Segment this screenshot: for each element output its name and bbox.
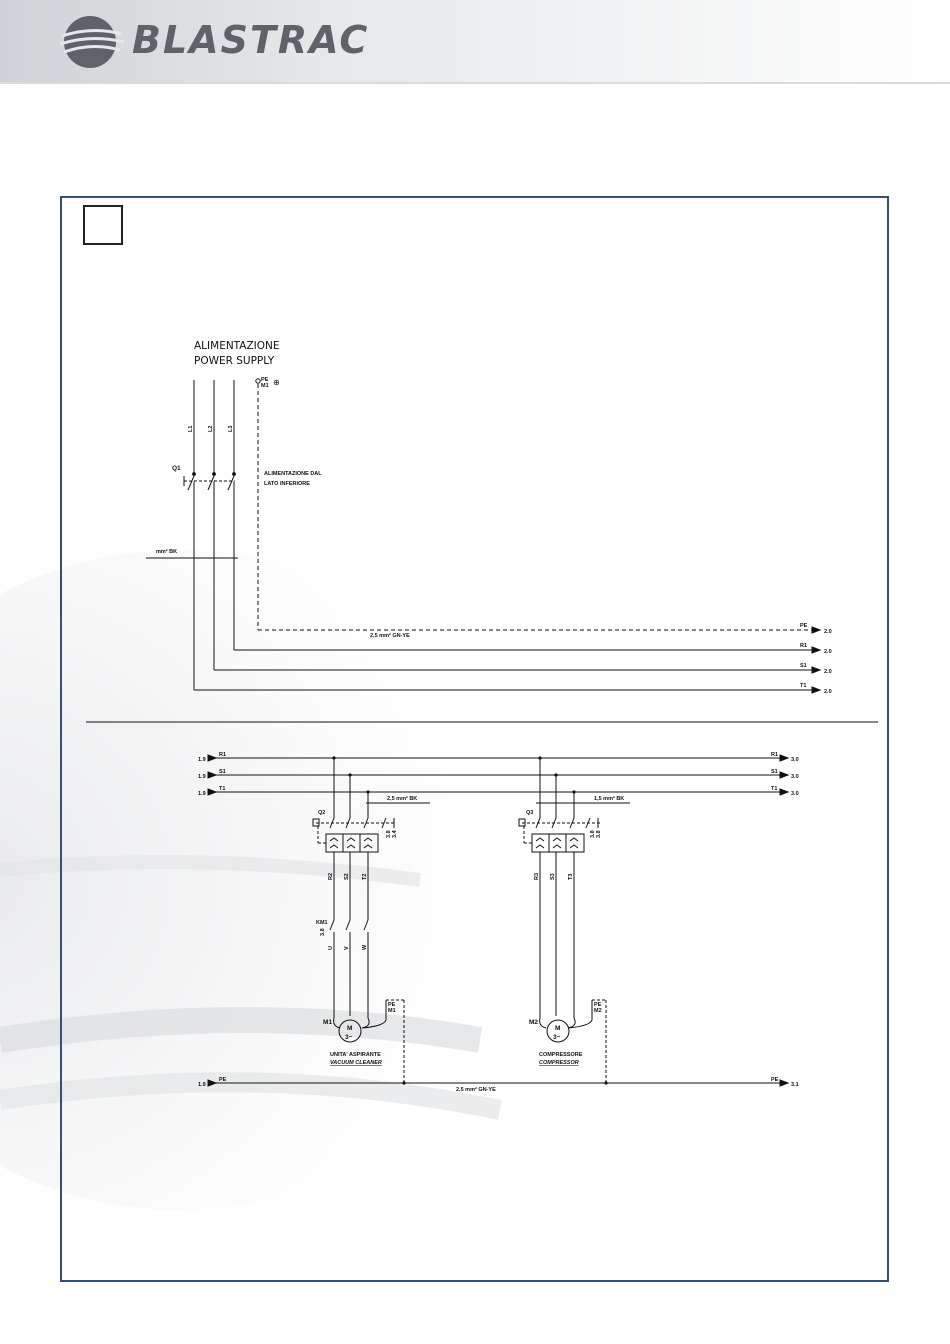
branch2-aux-1: 3.8	[590, 830, 596, 838]
label-q1: Q1	[172, 465, 181, 472]
branch-compressor: Q3 1,5 mm² BK 3.8 3.8 R3 S3 T3	[518, 758, 630, 1083]
bus-in-name-t1: T1	[219, 786, 225, 792]
branch1-motor-u: U	[328, 946, 334, 950]
branch1-motor-w: W	[362, 944, 368, 950]
pe-bus-name-in: PE	[219, 1077, 227, 1083]
bus-out-name-s1: S1	[771, 769, 778, 775]
top-out-ref-r1: 2.0	[824, 649, 832, 655]
branch1-aux-1: 3.8	[386, 830, 392, 838]
pe-terminal	[255, 378, 261, 384]
motor-m1-label-it: UNITA' ASPIRANTE	[330, 1052, 381, 1058]
pe-bus-name-out: PE	[771, 1077, 779, 1083]
label-km1-ref: 3.8	[320, 928, 326, 936]
label-pe-cable: 2,5 mm² GN-YE	[370, 632, 410, 639]
branch2-wire-r: R3	[534, 873, 540, 880]
label-branch1-cable: 2,5 mm² BK	[387, 795, 417, 802]
bus-in-ref-r1: 1.9	[198, 757, 206, 763]
bus-arrows	[207, 754, 790, 796]
branch1-wire-t: T2	[362, 874, 368, 880]
pe-bus-ref-in: 1.9	[198, 1082, 206, 1088]
branch2-wire-s: S3	[550, 873, 556, 880]
bus-out-ref-t1: 3.0	[791, 791, 799, 797]
header-divider	[0, 82, 950, 84]
ground-icon: ⊕	[273, 378, 280, 387]
motor-m2-tag: M2	[529, 1019, 538, 1026]
motor-m2-icon	[546, 1019, 570, 1043]
brand-name: BLASTRAC	[132, 18, 370, 62]
top-out-ref-t1: 2.0	[824, 689, 832, 695]
bus-out-name-t1: T1	[771, 786, 777, 792]
branch2-pe-m: M2	[594, 1008, 602, 1014]
branch1-wire-s: S2	[344, 873, 350, 880]
branch1-wire-r: R2	[328, 873, 334, 880]
top-out-name-t1: T1	[800, 683, 806, 689]
branch-vacuum-cleaner: Q2 2,5 mm² BK 3.8 3.4 R2 S2 T2 KM1 3.8	[312, 758, 430, 1083]
branch1-motor-v: V	[344, 946, 350, 950]
motor-m2-label-en: COMPRESSOR	[539, 1060, 579, 1066]
motor-m1-symbol: M	[347, 1025, 352, 1032]
bus-out-name-r1: R1	[771, 752, 778, 758]
supply-title-en: POWER SUPPLY	[194, 355, 275, 367]
bus-pe-in-arrow	[207, 1079, 218, 1087]
label-km1: KM1	[316, 920, 328, 926]
supply-title-it: ALIMENTAZIONE	[194, 340, 280, 352]
supply-note-line2: LATO INFERIORE	[264, 481, 310, 487]
motor-m2-symbol: M	[555, 1025, 560, 1032]
supply-note-line1: ALIMENTAZIONE DAL	[264, 471, 322, 477]
pe-junction-1	[402, 1081, 406, 1085]
motor-m1-label-en: VACUUM CLEANER	[330, 1060, 382, 1066]
bus-pe-out-arrow	[779, 1079, 790, 1087]
bus-in-ref-t1: 1.9	[198, 791, 206, 797]
bus-in-name-s1: S1	[219, 769, 226, 775]
header-band	[0, 0, 950, 82]
branch2-pe: PE	[594, 1002, 602, 1008]
motor-m1-icon	[338, 1019, 362, 1043]
brand-logo-icon	[59, 16, 125, 68]
label-pe-top: PE	[261, 377, 269, 383]
top-out-name-pe: PE	[800, 623, 808, 629]
label-l3: L3	[228, 426, 234, 432]
branch1-aux-2: 3.4	[392, 829, 398, 838]
label-branch2-cable: 1,5 mm² BK	[594, 795, 624, 802]
page-marker-box	[83, 205, 123, 245]
label-l2: L2	[208, 426, 214, 432]
label-l1: L1	[188, 426, 194, 432]
motor-m2-type: 3~	[553, 1034, 561, 1041]
pe-junction-2	[604, 1081, 608, 1085]
label-m1-top: M1	[261, 383, 269, 389]
pe-bus-cable: 2,5 mm² GN-YE	[456, 1086, 496, 1093]
diagram-frame	[60, 196, 889, 1282]
top-out-name-s1: S1	[800, 663, 807, 669]
bus-out-ref-s1: 3.0	[791, 774, 799, 780]
top-out-ref-s1: 2.0	[824, 669, 832, 675]
top-out-ref-pe: 2.0	[824, 629, 832, 635]
motor-m1-type: 3~	[345, 1034, 353, 1041]
branch1-pe: PE	[388, 1002, 396, 1008]
bus-out-ref-r1: 3.0	[791, 757, 799, 763]
branch1-pe-m: M1	[388, 1008, 396, 1014]
pe-bus-ref-out: 3.1	[791, 1082, 799, 1088]
bus-in-ref-s1: 1.9	[198, 774, 206, 780]
top-output-arrows	[811, 626, 822, 694]
label-q2: Q2	[318, 810, 325, 816]
label-q3: Q3	[526, 810, 533, 816]
switch-q1	[183, 472, 236, 491]
branch2-wire-t: T3	[568, 874, 574, 880]
motor-m2-label-it: COMPRESSORE	[539, 1052, 583, 1058]
motor-m1-tag: M1	[323, 1019, 332, 1026]
branch2-aux-2: 3.8	[596, 830, 602, 838]
label-bk: mm² BK	[156, 548, 177, 555]
top-out-name-r1: R1	[800, 643, 807, 649]
bus-in-name-r1: R1	[219, 752, 226, 758]
